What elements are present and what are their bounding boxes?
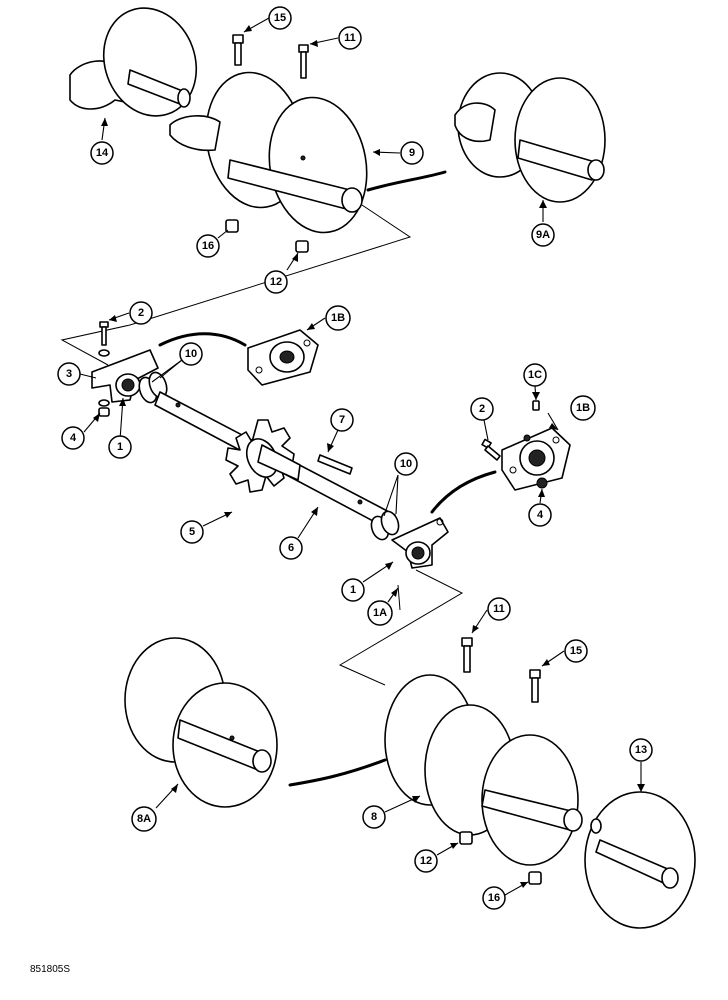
callout-4-left: 4 — [61, 426, 85, 450]
callout-12-bottom: 12 — [414, 849, 438, 873]
callout-1b-left: 1B — [325, 305, 351, 331]
auger-flight-left-part — [69, 7, 198, 117]
svg-text:11: 11 — [493, 603, 505, 615]
bearing-flange-1b-right-part — [501, 427, 571, 491]
nut-12-top-part — [295, 240, 309, 253]
callout-15-top: 15 — [268, 6, 292, 30]
callout-11-bottom: 11 — [487, 597, 511, 621]
bearing-bracket-left-part — [91, 349, 159, 403]
svg-text:1A: 1A — [373, 607, 387, 619]
callout-2-left: 2 — [129, 301, 153, 325]
svg-text:12: 12 — [420, 855, 432, 867]
bolt-15-bottom-part — [529, 669, 541, 703]
svg-text:3: 3 — [66, 368, 72, 380]
auger-flight-8a-part — [124, 637, 278, 808]
svg-text:9A: 9A — [536, 229, 550, 241]
callout-11-top: 11 — [338, 26, 362, 50]
auger-flight-8-part — [384, 674, 583, 866]
svg-text:14: 14 — [96, 147, 109, 159]
callout-1-right: 1 — [341, 578, 365, 602]
svg-text:4: 4 — [537, 509, 544, 521]
svg-text:11: 11 — [344, 32, 356, 44]
auger-flight-main-part — [169, 71, 368, 234]
svg-text:1B: 1B — [576, 402, 590, 414]
bolt-2-left-part — [98, 321, 110, 357]
callout-4-right: 4 — [528, 503, 552, 527]
nut-4-left-part — [98, 399, 110, 417]
callout-9a: 9A — [531, 223, 555, 247]
key-7-part — [317, 454, 353, 475]
auger-flight-9a-part — [454, 72, 606, 203]
callout-9: 9 — [400, 141, 424, 165]
callout-8a: 8A — [131, 806, 157, 832]
svg-text:15: 15 — [274, 12, 286, 24]
callout-10-left: 10 — [179, 342, 203, 366]
svg-text:1B: 1B — [331, 312, 345, 324]
nut-16-bottom-part — [528, 871, 542, 885]
svg-text:16: 16 — [202, 240, 214, 252]
svg-text:2: 2 — [479, 403, 485, 415]
callout-5: 5 — [180, 520, 204, 544]
svg-text:8A: 8A — [137, 813, 151, 825]
callout-3: 3 — [57, 362, 81, 386]
callout-15-bottom: 15 — [564, 639, 588, 663]
callout-10-right: 10 — [394, 452, 418, 476]
svg-text:1: 1 — [117, 441, 123, 453]
sprocket-5-part — [225, 419, 301, 493]
svg-text:16: 16 — [488, 892, 500, 904]
svg-text:10: 10 — [185, 348, 197, 360]
washers-10-left-part — [138, 371, 168, 404]
grease-fitting-1c-part — [532, 400, 540, 411]
svg-text:1C: 1C — [528, 369, 542, 381]
callout-8: 8 — [362, 805, 386, 829]
svg-text:7: 7 — [339, 414, 345, 426]
svg-text:6: 6 — [288, 542, 294, 554]
callout-1c: 1C — [523, 363, 547, 387]
callout-2-right: 2 — [470, 397, 494, 421]
svg-text:10: 10 — [400, 458, 412, 470]
nut-16-top-part — [225, 219, 239, 233]
bolt-11-top-part — [298, 44, 309, 79]
auger-flight-13-part — [584, 791, 696, 929]
nut-12-bottom-part — [459, 831, 473, 845]
callout-6: 6 — [279, 536, 303, 560]
bolt-15-top-part — [232, 34, 244, 66]
svg-text:2: 2 — [138, 307, 144, 319]
callout-7: 7 — [330, 408, 354, 432]
callout-1a: 1A — [367, 600, 393, 626]
svg-text:15: 15 — [570, 645, 582, 657]
callout-16-bottom: 16 — [482, 886, 506, 910]
svg-text:9: 9 — [409, 147, 415, 159]
svg-text:8: 8 — [371, 811, 377, 823]
bearing-bracket-right-part — [391, 517, 449, 569]
svg-text:12: 12 — [270, 276, 282, 288]
svg-text:5: 5 — [189, 526, 195, 538]
nut-4-right-part — [536, 477, 548, 489]
callout-14: 14 — [90, 141, 114, 165]
svg-text:4: 4 — [70, 432, 77, 444]
svg-text:1: 1 — [350, 584, 356, 596]
bolt-2-right-part — [481, 438, 501, 461]
callout-16-top: 16 — [196, 234, 220, 258]
callout-13: 13 — [629, 738, 653, 762]
figure-code: 851805S — [30, 964, 71, 975]
callout-12-top: 12 — [264, 270, 288, 294]
svg-text:13: 13 — [635, 744, 647, 756]
bearing-flange-1b-left-part — [247, 329, 319, 386]
callout-1b-right: 1B — [570, 395, 596, 421]
bolt-11-bottom-part — [461, 637, 473, 673]
leader-lines — [79, 17, 645, 896]
callout-1-left: 1 — [108, 435, 132, 459]
